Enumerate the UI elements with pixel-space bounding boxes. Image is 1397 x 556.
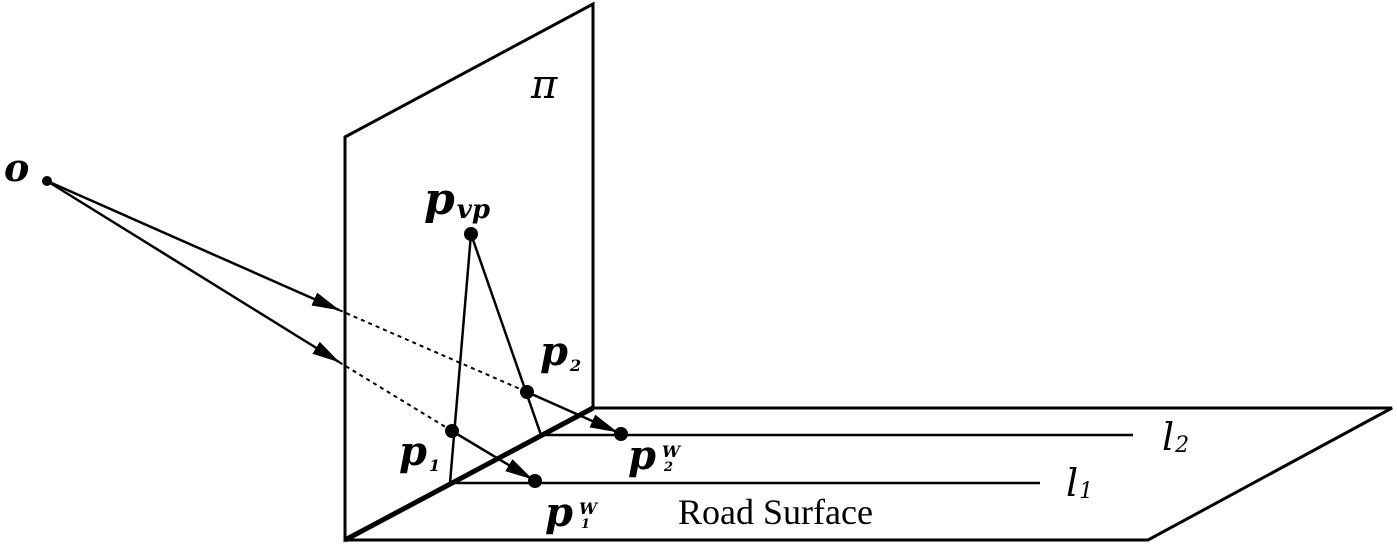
p2w-sup: W bbox=[662, 442, 682, 461]
line1-label: l1 bbox=[1066, 461, 1093, 505]
road-surface-label: Road Surface bbox=[678, 492, 873, 532]
origin-point bbox=[42, 176, 52, 186]
road-surface-plane bbox=[345, 406, 1393, 542]
ray-to-p1-solid bbox=[46, 179, 340, 364]
vanishing-point bbox=[464, 227, 478, 241]
point-p1 bbox=[445, 424, 459, 438]
origin-label: o bbox=[4, 145, 29, 190]
p1w-sub: 1 bbox=[581, 517, 590, 532]
ray-to-p2-solid bbox=[46, 179, 340, 312]
p1w-label: p bbox=[545, 489, 573, 536]
vanishing-point-label: pvp bbox=[424, 174, 490, 225]
vp-to-p2-line bbox=[469, 233, 543, 436]
p2w-sub: 2 bbox=[663, 460, 673, 475]
plane-intersection-edge bbox=[343, 405, 595, 543]
plane-label: π bbox=[530, 62, 558, 108]
p1w-sup: W bbox=[579, 499, 599, 518]
vp-to-p1-line bbox=[448, 233, 473, 484]
ray-p2-to-p2w bbox=[526, 390, 618, 434]
line2-label: l2 bbox=[1162, 415, 1189, 459]
point-p1w bbox=[528, 474, 542, 488]
p2w-label: p bbox=[628, 432, 656, 479]
point-p2w bbox=[614, 427, 628, 441]
ray-p1-to-p1w bbox=[451, 429, 533, 481]
ray-to-p2-dashed bbox=[338, 309, 528, 393]
point-p2 bbox=[520, 385, 534, 399]
ray-to-p1-dashed bbox=[338, 361, 453, 432]
